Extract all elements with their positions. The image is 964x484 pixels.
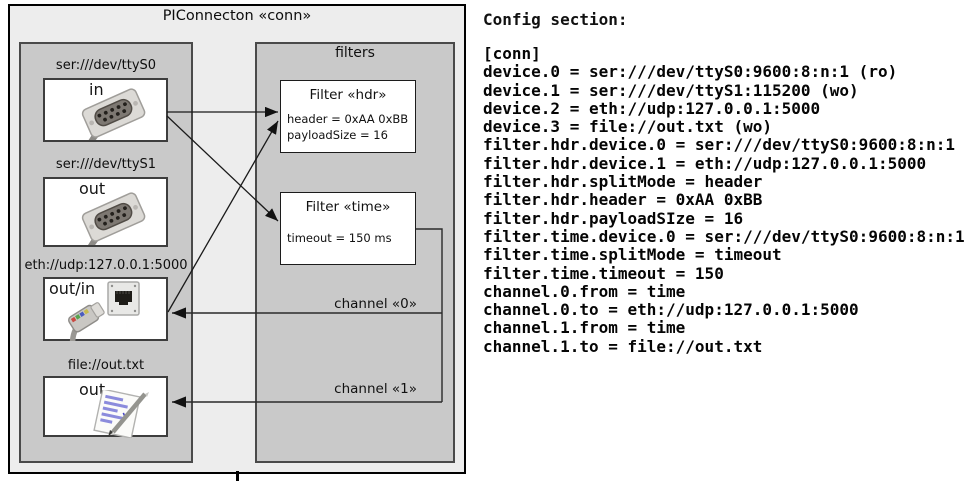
config-line: channel.1.from = time: [483, 318, 686, 338]
filters-panel-title: filters: [335, 45, 375, 61]
config-line: channel.1.to = file://out.txt: [483, 336, 763, 356]
device-box-ttyS1: out: [43, 177, 168, 247]
filter-title: Filter «hdr»: [309, 87, 387, 103]
channel-1-label: channel «1»: [334, 381, 417, 397]
config-line: filter.hdr.splitMode = header: [483, 172, 763, 192]
bottom-tick: [236, 471, 239, 481]
channel-0-label: channel «0»: [334, 296, 417, 312]
filter-attribute: header = 0xAA 0xBB: [287, 112, 409, 126]
device-uri-label: ser:///dev/ttyS0: [55, 58, 157, 73]
config-line: device.1 = ser:///dev/ttyS1:115200 (wo): [483, 80, 859, 100]
device-direction: in: [89, 80, 104, 99]
ethernet-jack-icon: [107, 281, 140, 316]
config-line: device.3 = file://out.txt (wo): [483, 117, 772, 137]
notepad-icon: [93, 390, 149, 438]
config-line: [conn]: [483, 44, 541, 63]
device-uri-label: ser:///dev/ttyS1: [55, 157, 157, 172]
device-direction: out/in: [49, 279, 96, 298]
config-section-heading: Config section:: [483, 10, 628, 29]
config-listing: [conn] device.0 = ser:///dev/ttyS0:9600:…: [483, 44, 964, 356]
device-uri-label: file://out.txt: [67, 358, 145, 373]
config-line: filter.hdr.header = 0xAA 0xBB: [483, 190, 763, 210]
device-box-eth: out/in: [43, 277, 168, 341]
filter-box-time: Filter «time» timeout = 150 ms: [280, 192, 416, 265]
config-line: channel.0.to = eth://udp:127.0.0.1:5000: [483, 300, 859, 320]
config-line: filter.time.timeout = 150: [483, 263, 724, 283]
config-line: device.2 = eth://udp:127.0.0.1:5000: [483, 98, 821, 118]
filter-attribute: payloadSize = 16: [287, 128, 388, 142]
config-line: filter.time.splitMode = timeout: [483, 245, 782, 265]
filter-title: Filter «time»: [305, 199, 391, 215]
config-line: channel.0.from = time: [483, 281, 686, 301]
serial-connector-icon: [81, 88, 146, 140]
config-line: device.0 = ser:///dev/ttyS0:9600:8:n:1 (…: [483, 62, 898, 82]
filter-box-hdr: Filter «hdr» header = 0xAA 0xBB payloadS…: [280, 80, 416, 153]
config-line: filter.hdr.payloadSIze = 16: [483, 208, 744, 228]
device-direction: out: [79, 380, 106, 399]
serial-connector-icon: [81, 192, 146, 245]
diagram-title: PIConnecton «conn»: [162, 8, 312, 24]
config-line: filter.hdr.device.1 = eth://udp:127.0.0.…: [483, 153, 927, 173]
config-line: filter.time.device.0 = ser:///dev/ttyS0:…: [483, 226, 964, 246]
device-box-ttyS0: in: [43, 78, 168, 142]
filter-attribute: timeout = 150 ms: [287, 231, 392, 245]
device-direction: out: [79, 179, 106, 198]
device-box-file: out: [43, 376, 168, 438]
config-line: filter.hdr.device.0 = ser:///dev/ttyS0:9…: [483, 135, 956, 155]
ethernet-plug-cable-icon: [68, 302, 105, 341]
device-uri-label: eth://udp:127.0.0.1:5000: [24, 258, 188, 273]
